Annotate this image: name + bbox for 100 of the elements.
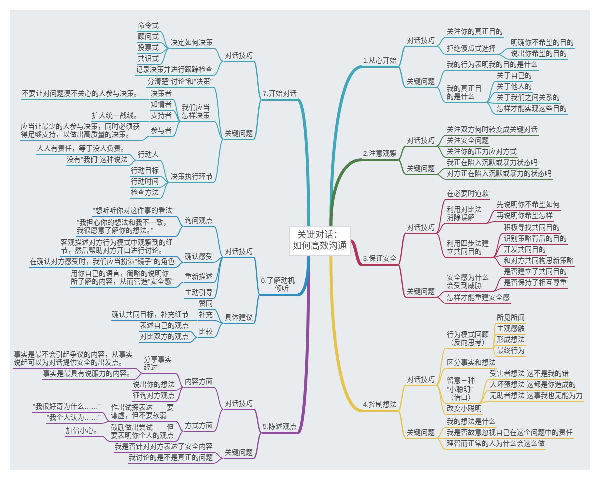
branch-line bbox=[436, 438, 446, 450]
branch-line bbox=[176, 226, 184, 237]
branch-line bbox=[176, 282, 184, 288]
branch-line bbox=[330, 158, 362, 226]
branch-line bbox=[160, 182, 170, 188]
branch-line bbox=[492, 334, 496, 349]
subtitle-text: 如何高效沟通 bbox=[292, 241, 348, 253]
branch-line bbox=[492, 233, 504, 258]
branch-line bbox=[436, 438, 446, 439]
branch-line bbox=[436, 46, 446, 55]
branch-line bbox=[176, 387, 184, 402]
branch-line bbox=[214, 226, 224, 258]
branch-line bbox=[254, 432, 262, 459]
branch-line bbox=[134, 368, 144, 374]
branch-line bbox=[436, 384, 446, 404]
branch-line bbox=[134, 373, 144, 380]
branch-line bbox=[128, 154, 138, 161]
branch-line bbox=[214, 48, 224, 62]
branch-line bbox=[214, 87, 224, 140]
branch-line bbox=[172, 110, 182, 122]
branch-line bbox=[298, 256, 310, 296]
branch-line bbox=[214, 60, 224, 76]
branch-line bbox=[492, 277, 504, 292]
branch-line bbox=[492, 257, 504, 267]
branch-line bbox=[172, 121, 182, 122]
branch-line bbox=[436, 223, 446, 234]
branch-line bbox=[478, 379, 490, 404]
branch-line bbox=[492, 244, 504, 258]
branch-line bbox=[478, 401, 490, 404]
branch-line bbox=[436, 291, 446, 298]
branch-line bbox=[398, 232, 406, 266]
branch-line bbox=[398, 46, 406, 68]
branch-line bbox=[214, 387, 224, 410]
branch-line bbox=[496, 54, 510, 60]
branch-line bbox=[214, 256, 224, 299]
branch-line bbox=[436, 296, 446, 304]
branch-line bbox=[142, 99, 150, 100]
branch-line bbox=[398, 264, 406, 298]
branch-line bbox=[486, 102, 496, 104]
branch-line bbox=[214, 138, 224, 183]
branch-line bbox=[190, 337, 198, 343]
branch-line bbox=[436, 168, 446, 175]
branch-line bbox=[436, 384, 446, 415]
branch-line bbox=[398, 384, 406, 412]
branch-line bbox=[486, 92, 496, 103]
branch-line bbox=[436, 146, 446, 147]
branch-line bbox=[160, 176, 170, 183]
branch-line bbox=[492, 323, 496, 349]
branch-line bbox=[254, 257, 260, 296]
branch-line bbox=[190, 320, 198, 321]
branch-line bbox=[492, 288, 504, 292]
branch-line bbox=[492, 348, 496, 357]
branch-line bbox=[160, 48, 170, 65]
branch-line bbox=[214, 121, 224, 140]
branch-line bbox=[214, 256, 224, 283]
branch-line bbox=[142, 121, 150, 122]
branch-line bbox=[190, 331, 198, 338]
branch-line bbox=[297, 98, 310, 226]
branch-line bbox=[330, 256, 362, 412]
branch-line bbox=[496, 48, 510, 55]
branch-line bbox=[486, 221, 496, 224]
branch-line bbox=[436, 37, 446, 47]
branch-line bbox=[176, 262, 184, 268]
branch-line bbox=[160, 31, 170, 49]
branch-line bbox=[102, 421, 110, 424]
branch-line bbox=[254, 408, 262, 434]
branch-line bbox=[436, 427, 446, 439]
branch-line bbox=[176, 431, 184, 442]
branch-line bbox=[102, 436, 110, 442]
branch-line bbox=[492, 255, 504, 258]
branch-line bbox=[486, 210, 496, 224]
branch-line bbox=[436, 232, 446, 258]
branch-line bbox=[176, 387, 184, 391]
branch-line bbox=[254, 60, 262, 100]
branch-line bbox=[160, 42, 170, 49]
branch-line bbox=[486, 81, 496, 103]
branch-line bbox=[160, 160, 170, 183]
branch-line bbox=[436, 174, 446, 180]
branch-line bbox=[214, 408, 224, 432]
branch-line bbox=[102, 412, 110, 422]
branch-line bbox=[176, 421, 184, 432]
branch-line bbox=[176, 256, 184, 263]
branch-line bbox=[214, 309, 224, 324]
branch-line bbox=[436, 86, 446, 103]
branch-line bbox=[128, 160, 138, 166]
branch-line bbox=[160, 182, 170, 199]
branch-line bbox=[176, 373, 184, 388]
branch-line bbox=[214, 452, 224, 459]
branch-line bbox=[436, 368, 446, 386]
branch-line bbox=[436, 199, 446, 234]
branch-line bbox=[172, 99, 182, 122]
branch-line bbox=[398, 159, 406, 175]
branch-line bbox=[160, 48, 170, 54]
branch-line bbox=[176, 216, 184, 227]
branch-line bbox=[214, 458, 224, 464]
branch-line bbox=[486, 102, 496, 115]
branch-line bbox=[142, 136, 150, 141]
branch-line bbox=[398, 410, 406, 439]
branch-line bbox=[172, 121, 182, 137]
title-text: 关键对话： bbox=[296, 230, 344, 241]
